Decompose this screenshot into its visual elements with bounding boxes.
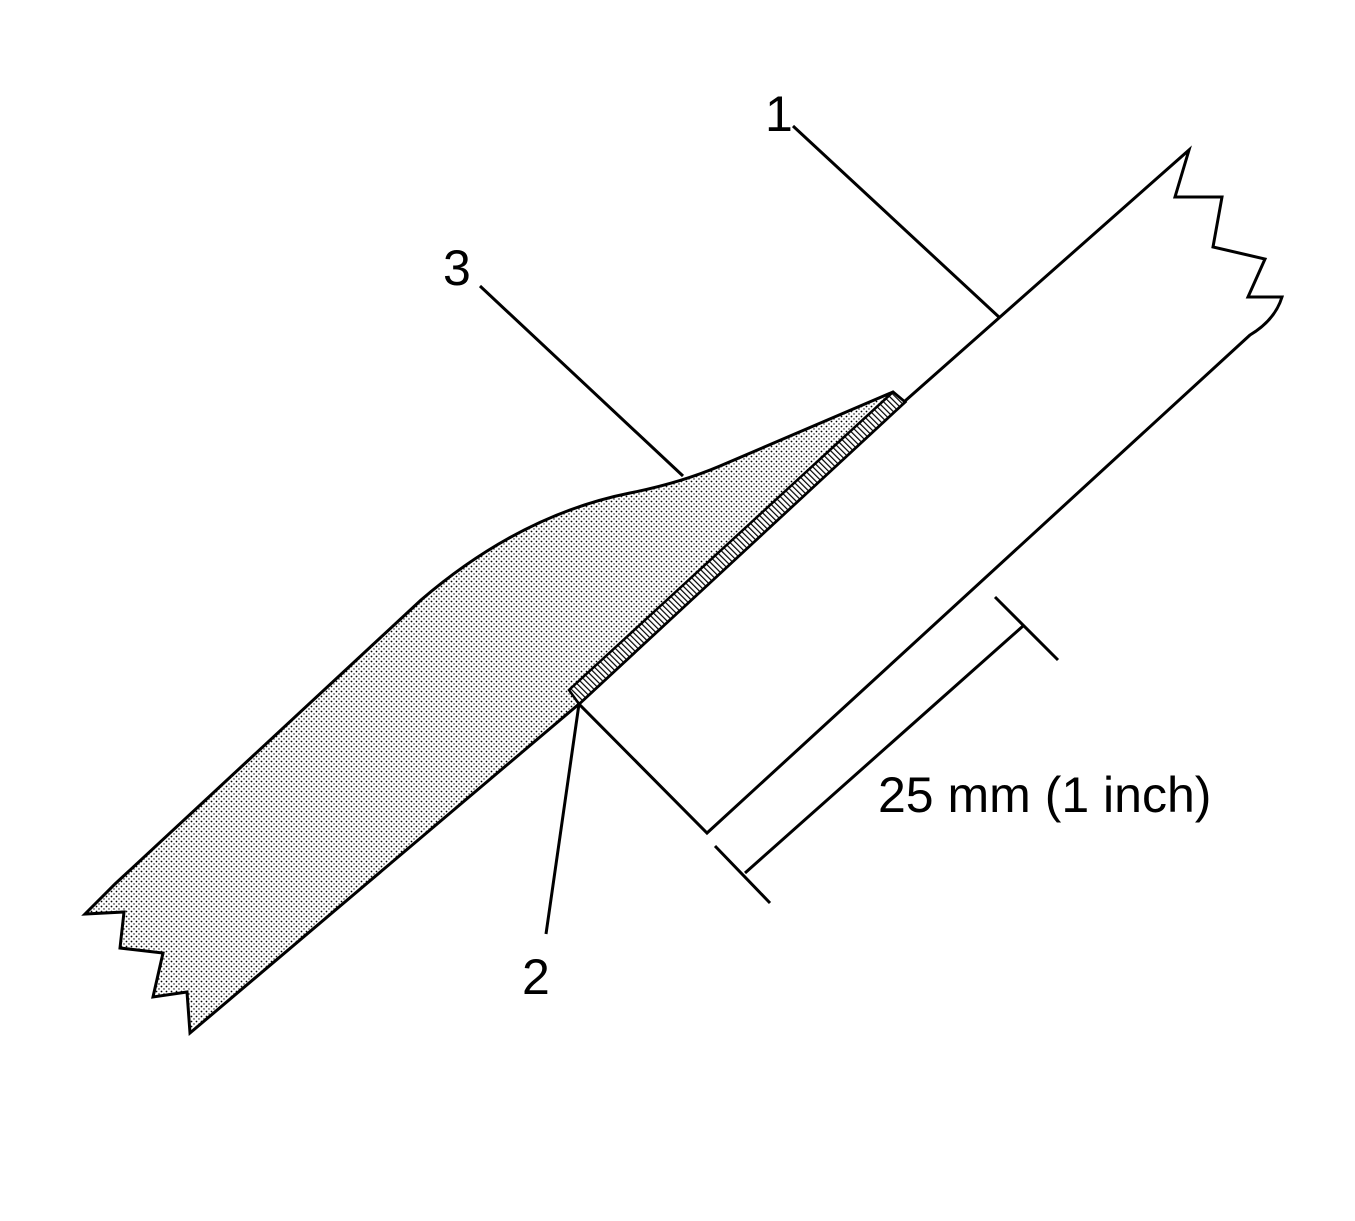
leader-line-1: [791, 124, 1002, 320]
dimension-label: 25 mm (1 inch): [878, 767, 1211, 823]
dimension-tick-upper: [993, 595, 1060, 662]
leader-line-2: [544, 703, 581, 935]
callout-2: 2: [522, 949, 550, 1005]
dimension-line: [744, 624, 1024, 875]
adhesive-bead: [567, 390, 907, 706]
dimension-tick-lower: [713, 844, 772, 905]
leader-line-3: [478, 284, 685, 478]
callout-1: 1: [765, 86, 793, 142]
base-panel: [576, 145, 1285, 836]
callout-3: 3: [443, 240, 471, 296]
